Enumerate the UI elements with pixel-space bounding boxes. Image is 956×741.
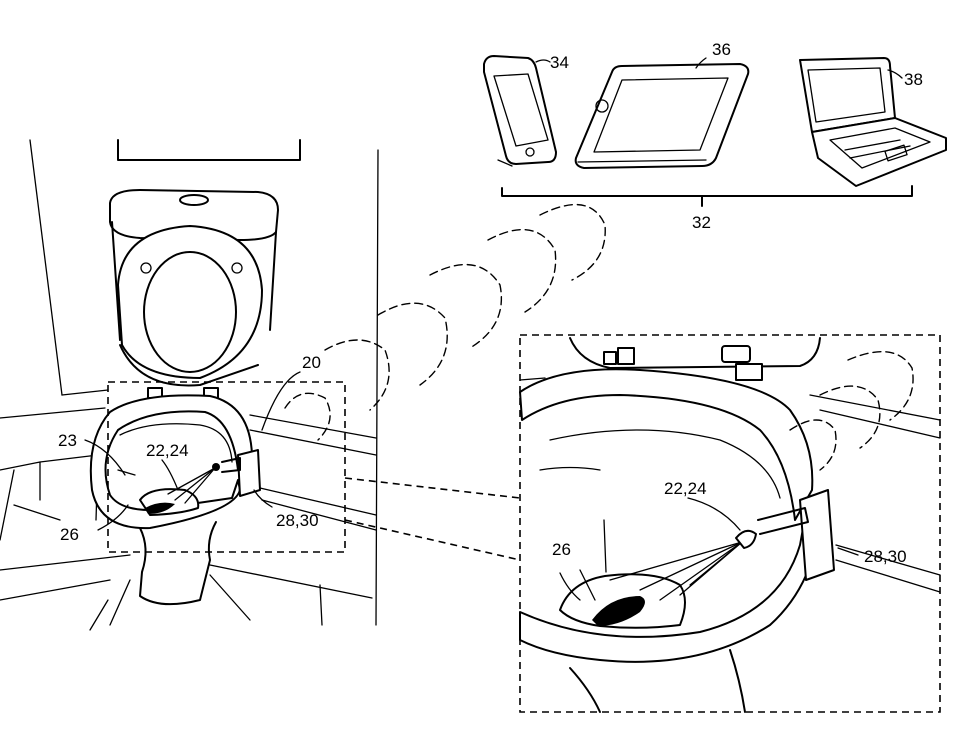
label-laptop: 38 — [904, 70, 923, 89]
devices-bracket — [502, 186, 912, 206]
smartphone-icon — [484, 56, 556, 166]
label-tablet: 36 — [712, 40, 731, 59]
label-waste: 26 — [60, 525, 79, 544]
label-bowl: 23 — [58, 431, 77, 450]
label-sensor: 22,24 — [146, 441, 189, 460]
wireless-signal-icon — [285, 205, 605, 440]
tablet-icon — [576, 64, 749, 168]
devices — [484, 56, 946, 206]
label-phone: 34 — [550, 53, 569, 72]
label-devices-group: 32 — [692, 213, 711, 232]
laptop-icon — [800, 58, 946, 186]
detail-label-unit: 28,30 — [864, 547, 907, 566]
flush-button-icon — [180, 195, 208, 205]
detail-label-waste: 26 — [552, 540, 571, 559]
label-system: 20 — [302, 353, 321, 372]
detail-view — [520, 335, 940, 712]
toilet-illustration — [91, 190, 345, 604]
label-unit: 28,30 — [276, 511, 319, 530]
detail-label-sensor: 22,24 — [664, 479, 707, 498]
